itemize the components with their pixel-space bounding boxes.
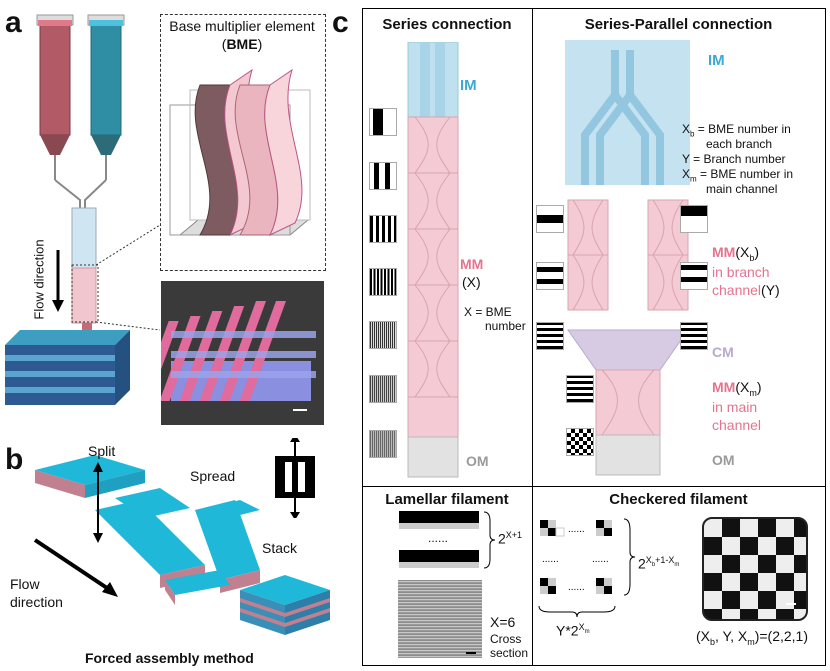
- checkered-y2x: Y*2Xm: [556, 622, 590, 639]
- checkered-exponent: 2Xb+1-Xm: [638, 555, 680, 572]
- scaffold-photo-render: [161, 301, 316, 411]
- series-x-def-1: X = BME: [464, 305, 512, 319]
- checkered-schematic: ...... ...... ...... ......: [540, 520, 612, 594]
- series-om-label: OM: [466, 453, 489, 469]
- sp-def-xb-2: each branch: [706, 137, 773, 151]
- spread-label: Spread: [190, 468, 236, 484]
- sp-main-2: channel: [712, 417, 762, 433]
- branch-icon-left-2: [536, 262, 564, 290]
- checkered-scale-bar: [786, 603, 796, 605]
- branch-icon-right-1: [680, 205, 708, 233]
- panel-c-vdivider-top: [532, 8, 533, 486]
- sp-def-xm-1: Xm = BME number in: [682, 167, 794, 184]
- series-parallel-network: [565, 40, 690, 476]
- stripe-icon-x0: [369, 108, 397, 136]
- branch-icon-right-2: [680, 262, 708, 290]
- checkered-cross-section-image: [702, 517, 808, 621]
- stripe-icon-x4: [369, 321, 397, 349]
- sp-mm-xm-label: MM(Xm): [712, 379, 762, 398]
- svg-text:......: ......: [568, 582, 585, 593]
- svg-text:......: ......: [542, 554, 559, 565]
- sp-branch-2: channel(Y): [712, 282, 780, 298]
- sp-om-label: OM: [712, 452, 735, 468]
- lamellar-x6: X=6: [490, 614, 516, 630]
- lamellar-stripe-top: [399, 511, 479, 529]
- main-icon-1: [566, 375, 594, 403]
- sp-cm-label: CM: [712, 344, 734, 360]
- checkered-title: Checkered filament: [609, 491, 748, 508]
- series-channel: [407, 42, 459, 478]
- flow-label-1: Flow: [10, 576, 40, 592]
- lamellar-title: Lamellar filament: [385, 491, 509, 508]
- stripe-icon-x2: [369, 215, 397, 243]
- branch-icon-left-3: [536, 322, 564, 350]
- svg-text:......: ......: [568, 524, 585, 535]
- panel-c-vdivider-bottom: [532, 486, 533, 665]
- bilayer-icon: [275, 438, 315, 518]
- split-label: Split: [88, 443, 116, 459]
- stack-label: Stack: [262, 540, 298, 556]
- lamellar-dots: ......: [428, 531, 449, 545]
- panel-c-hdivider: [362, 486, 825, 487]
- sp-im-label: IM: [708, 52, 725, 69]
- lamellar-cross-section-image: [398, 580, 482, 658]
- printer-nozzle-illustration: [5, 14, 160, 405]
- lamellar-exponent: 2X+1: [498, 530, 523, 547]
- lamellar-brace: [483, 511, 496, 569]
- sp-def-y: Y = Branch number: [682, 152, 786, 166]
- series-im-label: IM: [460, 77, 477, 94]
- checkered-brace-bottom: [538, 605, 616, 618]
- sp-def-xb-1: Xb = BME number in: [682, 122, 791, 139]
- stripe-icon-x3: [369, 268, 397, 296]
- checkered-brace-right: [623, 518, 636, 596]
- lamellar-scale-bar: [466, 652, 476, 654]
- flow-direction-arrow: [52, 250, 64, 312]
- stripe-icon-x5: [369, 375, 397, 403]
- series-mm-x: (X): [462, 274, 481, 290]
- flow-label-2: direction: [10, 594, 63, 610]
- checkered-tuple: (Xb, Y, Xm)=(2,2,1): [696, 628, 809, 647]
- sp-branch-1: in branch: [712, 264, 770, 280]
- forced-assembly-diagram: [33, 455, 330, 635]
- main-icon-2: [566, 428, 594, 456]
- branch-icon-left-1: [536, 205, 564, 233]
- panel-label-a: a: [5, 6, 22, 39]
- sp-def-xm-2: main channel: [706, 182, 778, 196]
- stripe-icon-x1: [369, 162, 397, 190]
- series-mm-label: MM: [460, 256, 484, 272]
- series-parallel-title: Series-Parallel connection: [584, 16, 773, 33]
- series-connection-title: Series connection: [382, 16, 512, 33]
- bme-abbr: (BME): [221, 36, 263, 52]
- flow-direction-label: Flow direction: [31, 239, 47, 320]
- sp-main-1: in main: [712, 399, 758, 415]
- bme-title: Base multiplier element: [169, 18, 315, 34]
- panel-label-c: c: [332, 6, 349, 39]
- svg-text:......: ......: [592, 554, 609, 565]
- lamellar-stripe-bottom: [399, 550, 479, 568]
- branch-icon-right-3: [680, 322, 708, 350]
- forced-assembly-title: Forced assembly method: [85, 650, 254, 666]
- panel-label-b: b: [5, 443, 24, 476]
- series-x-def-2: number: [485, 319, 526, 333]
- sp-mm-xb-label: MM(Xb): [712, 244, 760, 263]
- panel-c-frame: [362, 8, 826, 666]
- stripe-icon-x6: [369, 430, 397, 458]
- lamellar-cross-1: Cross: [490, 632, 522, 646]
- bme-3d-element: [169, 68, 311, 237]
- lamellar-cross-2: section: [490, 646, 529, 660]
